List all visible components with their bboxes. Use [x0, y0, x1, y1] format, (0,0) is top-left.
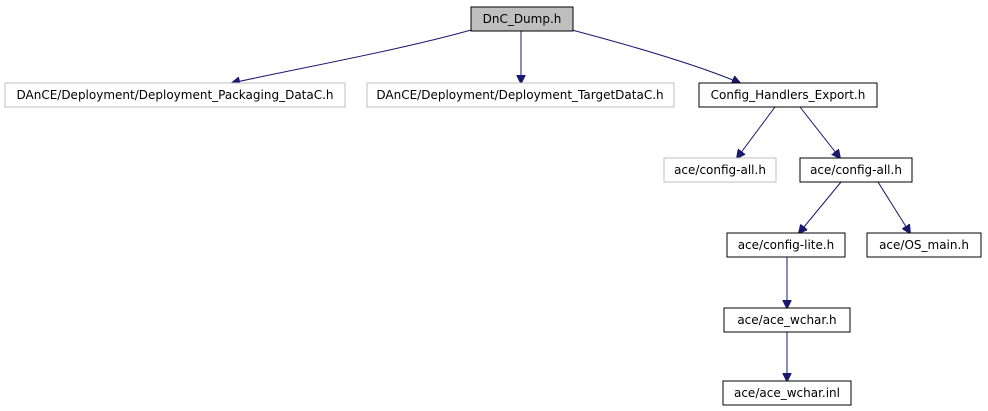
edges-layer — [232, 29, 910, 381]
node-config-handlers-export-label: Config_Handlers_Export.h — [711, 88, 866, 102]
node-ace-wchar-h-box — [723, 307, 851, 333]
nodes-layer: DnC_Dump.h DAnCE/Deployment/Deployment_P… — [4, 6, 982, 406]
node-deployment-packaging-datac-label: DAnCE/Deployment/Deployment_Packaging_Da… — [16, 88, 333, 102]
node-deployment-targetdatac-box — [366, 82, 675, 108]
edge-config-all-to-config-lite — [799, 181, 842, 233]
node-deployment-targetdatac[interactable]: DAnCE/Deployment/Deployment_TargetDataC.… — [366, 82, 675, 108]
node-config-all-missing-box — [663, 157, 777, 183]
node-ace-wchar-inl[interactable]: ace/ace_wchar.inl — [722, 380, 852, 406]
node-deployment-packaging-datac-box — [4, 82, 346, 108]
node-os-main-label: ace/OS_main.h — [879, 238, 969, 252]
node-config-handlers-export-box — [698, 82, 878, 108]
node-config-handlers-export[interactable]: Config_Handlers_Export.h — [698, 82, 878, 108]
node-config-all-label: ace/config-all.h — [810, 163, 902, 177]
node-config-all-missing[interactable]: ace/config-all.h — [663, 157, 777, 183]
node-os-main-box — [866, 232, 982, 258]
edge-config-handlers-to-config-all — [799, 106, 840, 158]
edge-dnc-dump-to-packaging — [232, 29, 472, 83]
edge-dnc-dump-to-config-handlers — [571, 29, 740, 83]
node-deployment-targetdatac-label: DAnCE/Deployment/Deployment_TargetDataC.… — [376, 88, 663, 102]
edge-config-handlers-to-config-all-missing — [737, 106, 776, 158]
node-config-all[interactable]: ace/config-all.h — [799, 157, 913, 183]
node-ace-wchar-h[interactable]: ace/ace_wchar.h — [723, 307, 851, 333]
node-ace-wchar-inl-box — [722, 380, 852, 406]
node-config-lite[interactable]: ace/config-lite.h — [726, 232, 846, 258]
node-os-main[interactable]: ace/OS_main.h — [866, 232, 982, 258]
node-config-all-box — [799, 157, 913, 183]
node-ace-wchar-h-label: ace/ace_wchar.h — [737, 313, 836, 327]
node-dnc-dump-label: DnC_Dump.h — [483, 12, 562, 26]
node-dnc-dump[interactable]: DnC_Dump.h — [470, 6, 574, 32]
edge-config-all-to-os-main — [877, 181, 910, 233]
node-dnc-dump-box — [470, 6, 574, 32]
node-deployment-packaging-datac[interactable]: DAnCE/Deployment/Deployment_Packaging_Da… — [4, 82, 346, 108]
node-config-all-missing-label: ace/config-all.h — [674, 163, 766, 177]
node-config-lite-label: ace/config-lite.h — [738, 238, 835, 252]
node-config-lite-box — [726, 232, 846, 258]
node-ace-wchar-inl-label: ace/ace_wchar.inl — [734, 386, 840, 400]
